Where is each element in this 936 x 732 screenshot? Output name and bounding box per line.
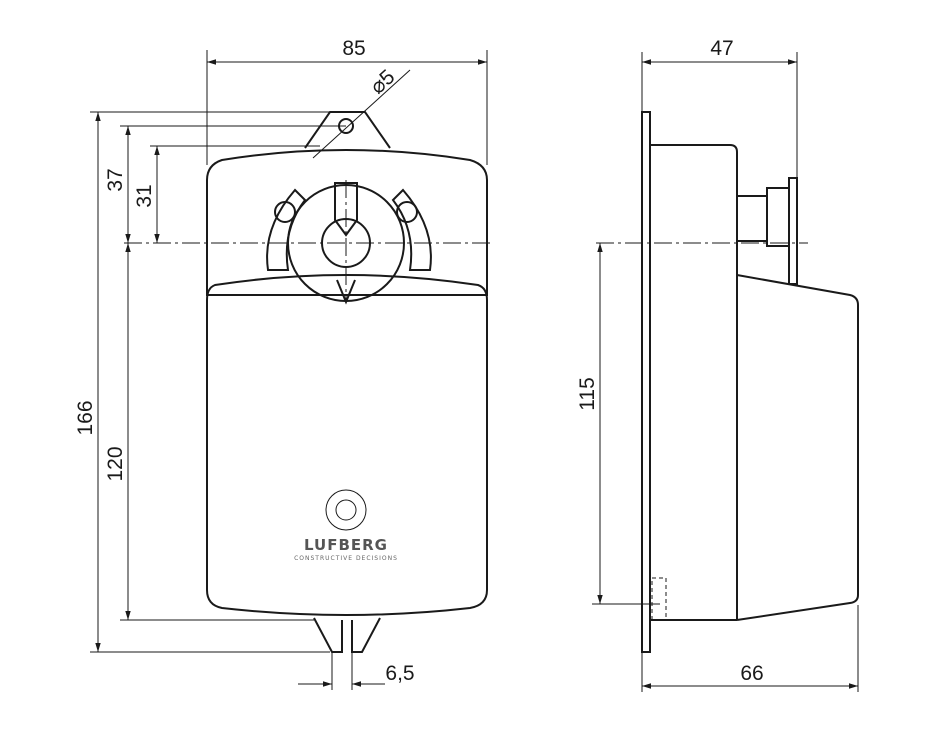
housing-upper [206,149,488,296]
logo-tagline-text: CONSTRUCTIVE DECISIONS [294,555,398,562]
dim-shaft-to-bottom: 115 [576,377,599,410]
dim-body-height: 120 [104,446,127,481]
dim-depth-side: 47 [710,37,733,60]
logo-brand-text: LUFBERG [304,536,388,554]
dim-tab-width: 6,5 [385,662,414,685]
side-mounting-plate [641,111,651,653]
housing-cover [206,274,488,616]
dim-width-front: 85 [342,37,365,60]
side-upper-body [650,144,738,280]
side-cover [736,274,859,621]
side-dimensions: 47 115 66 [576,37,859,692]
dim-depth-total: 66 [740,662,763,685]
dim-height-total: 166 [74,400,97,435]
bottom-tab [313,617,381,653]
dim-hole-diameter: ⌀5 [366,65,399,98]
brand-logo: LUFBERG CONSTRUCTIVE DECISIONS [294,489,398,562]
front-view: LUFBERG CONSTRUCTIVE DECISIONS [124,111,490,653]
dim-hole-to-shaft-b: 31 [133,184,156,207]
top-mounting-tab [304,111,391,149]
front-dimensions: 85 ⌀5 166 37 31 120 6,5 [74,37,488,690]
side-view [596,111,859,653]
dim-hole-to-shaft-a: 37 [104,168,127,191]
